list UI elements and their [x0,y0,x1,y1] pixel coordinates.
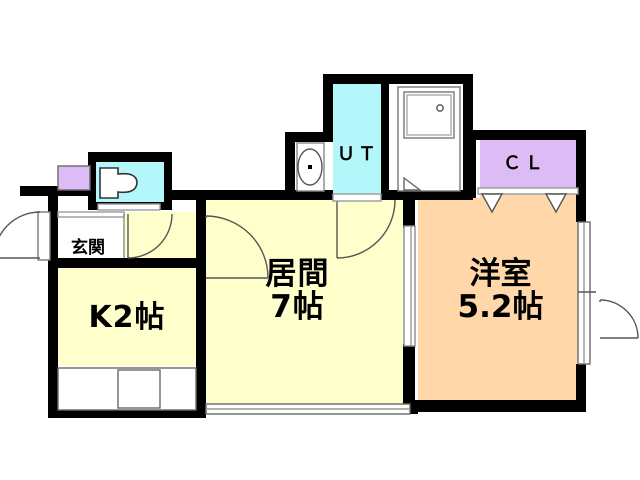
wall-living-bedroom-lower [403,344,415,412]
wall-genkan-right [196,190,206,412]
living-south-window [205,403,411,415]
wall-top-ut-bath [323,74,473,84]
wall-bottom-bedroom [406,400,586,412]
wall-ut-bath-divider [381,84,389,196]
bedroom-floor [418,198,578,406]
living-bedroom-sliding-door[interactable] [403,225,416,347]
bedroom-balcony-door-swing[interactable] [599,299,639,339]
closet-folding-doors[interactable] [477,187,579,214]
entrance-door-swing[interactable] [0,211,51,261]
bathtub-fixture [397,86,461,192]
wall-toilet-top [88,152,172,162]
genkan-inner-door-swing[interactable] [127,213,173,259]
wall-left-outer [48,186,58,418]
wall-washbasin-left [285,132,295,200]
wall-top-closet [466,130,586,140]
walls [20,74,586,418]
bedroom-east-window [577,221,596,365]
wall-right-bedroom-lower [576,364,586,412]
wall-bottom-kitchen [48,408,206,418]
kitchen-sink-counter [57,367,197,411]
closet-floor [480,140,578,190]
wall-ut-left-upper [323,74,333,136]
wall-bath-right [463,74,473,198]
shoe-cabinet [57,165,91,191]
wall-toilet-right [164,152,172,210]
toilet-fixture [99,167,138,199]
living-floor-upper [198,198,338,258]
wall-living-bedroom-upper [403,196,415,228]
genkan-threshold [57,211,125,258]
wall-genkan-top-left [20,186,90,196]
washbasin-fixture [296,142,325,192]
entrance-hall-floor [125,212,198,262]
wall-washbasin-top [285,132,333,142]
wall-washbasin-bottom [285,190,333,200]
wall-right-bedroom-upper [576,130,586,222]
wall-toilet-left [88,152,96,210]
fixtures-and-openings [0,86,639,415]
wall-genkan-bottom [48,258,206,268]
wall-bath-bottom [381,190,473,200]
utility-floor [333,84,381,194]
ut-door-swing[interactable] [332,193,396,259]
wall-living-top-left [166,190,288,200]
toilet-door[interactable] [97,203,161,211]
living-entry-door-swing[interactable] [205,215,269,279]
